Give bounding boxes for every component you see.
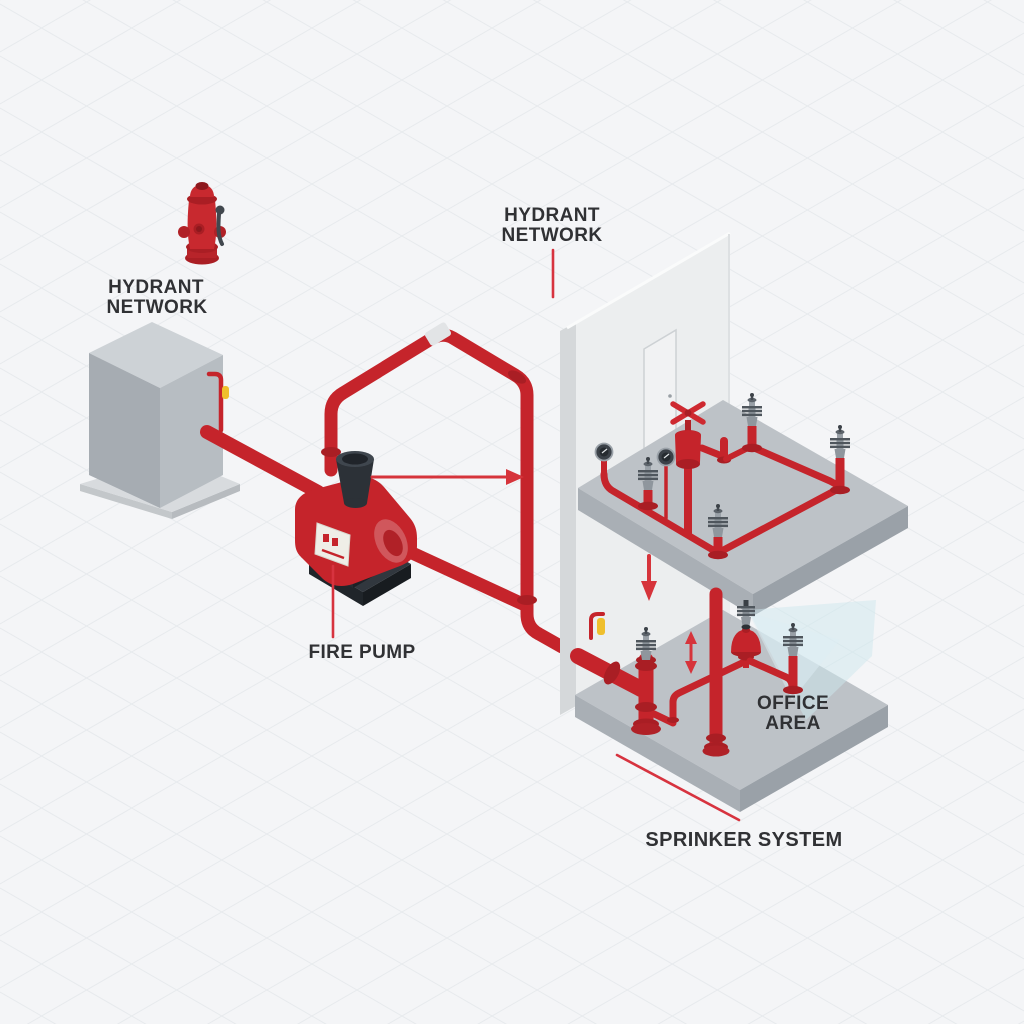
grid-line xyxy=(0,32,1024,625)
label-hydrant-network-building-line2: NETWORK xyxy=(502,225,603,246)
grid-line xyxy=(0,240,1024,833)
pressure-gauge-icon xyxy=(594,442,614,462)
grid-line xyxy=(477,708,1024,1024)
grid-line xyxy=(0,136,1024,729)
control-valve xyxy=(670,401,706,469)
grid-line xyxy=(116,500,1024,1024)
grid-line xyxy=(747,864,1024,1024)
grid-line xyxy=(657,812,1024,1024)
grid-line xyxy=(262,0,1024,440)
wall-top-edge xyxy=(566,231,731,330)
pipe-coupling-sleeve xyxy=(424,322,452,346)
tank-test-pipe xyxy=(206,371,224,433)
grid-line xyxy=(622,0,1024,232)
grid-line xyxy=(0,107,1024,700)
pump-loop-pipe xyxy=(321,322,534,611)
flow-arrows xyxy=(370,469,697,674)
grid-line xyxy=(532,0,1024,284)
pump-label-panel xyxy=(314,522,351,567)
label-hydrant-network-source-line1: HYDRANT xyxy=(108,277,204,298)
grid-line xyxy=(0,0,632,365)
tank-suction-pipe xyxy=(200,425,325,499)
grid-line xyxy=(387,656,1024,1024)
office-floor-piping xyxy=(570,587,796,757)
label-hydrant-network-source-line2: NETWORK xyxy=(107,297,208,318)
sprinkler-head-icon xyxy=(708,504,728,560)
valve-outlet xyxy=(698,444,726,460)
floor-run-diagonal xyxy=(669,659,746,706)
riser-elbow-behind-wall xyxy=(520,589,569,654)
grid-line xyxy=(352,0,1024,388)
grid-line xyxy=(0,471,958,1024)
pressure-gauge-icon xyxy=(656,447,676,467)
label-hydrant-network-building-line1: HYDRANT xyxy=(504,205,600,226)
hydrant-wrench xyxy=(215,205,225,246)
grid-line xyxy=(0,0,362,209)
grid-line xyxy=(0,292,1024,885)
grid-line xyxy=(0,783,417,1024)
grid-line xyxy=(0,344,1024,937)
pump-intake xyxy=(336,451,374,508)
grid-line xyxy=(0,0,452,261)
grid-line xyxy=(567,760,1024,1024)
water-tank xyxy=(80,322,240,519)
fire-hydrant-icon xyxy=(178,182,226,265)
tank-alarm-yellow xyxy=(222,386,229,399)
grid-line xyxy=(712,0,1024,180)
grid-line xyxy=(0,887,237,1024)
grid-line xyxy=(0,0,182,105)
grid-line xyxy=(82,0,1024,544)
grid-line xyxy=(0,188,1024,781)
door-handle xyxy=(668,394,672,398)
pendant-sprinkler-icon xyxy=(737,600,755,630)
wall-side-face xyxy=(560,322,576,715)
upper-floor-slab xyxy=(578,400,908,616)
branch-main-run xyxy=(600,470,722,557)
pump-discharge-pipe xyxy=(390,539,534,613)
grid-line xyxy=(0,0,722,417)
grid-line xyxy=(0,731,507,1024)
grid-line xyxy=(0,835,327,1024)
grid-line xyxy=(0,679,598,1024)
label-fire-pump: FIRE PUMP xyxy=(308,642,415,663)
grid-line xyxy=(0,575,778,1024)
label-office-area-line1: OFFICE xyxy=(757,693,829,714)
pipe-flange xyxy=(507,370,527,384)
fire-pump-unit xyxy=(295,451,417,606)
grid-line xyxy=(837,916,1024,1024)
sprinkler-head-icon xyxy=(636,627,656,665)
label-office-area-line2: AREA xyxy=(765,713,820,734)
grid-line xyxy=(0,627,688,1024)
office-floor-slab xyxy=(575,610,888,812)
grid-line xyxy=(0,0,542,313)
branch-run-front-right xyxy=(714,485,842,557)
label-sprinkler-system: SPRINKER SYSTEM xyxy=(645,829,842,851)
sprinkler-standpipe xyxy=(631,652,661,735)
leader-sprinkler-system xyxy=(615,753,741,822)
right-flow-arrow xyxy=(370,469,524,485)
sprinkler-heads xyxy=(636,393,850,695)
annotations: HYDRANT NETWORK HYDRANT NETWORK FIRE PUM… xyxy=(107,205,843,851)
sprinkler-head-icon xyxy=(638,457,658,511)
up-down-flow-arrow xyxy=(685,631,697,674)
grid-line xyxy=(0,0,272,157)
grid-line xyxy=(172,0,1024,492)
sprinkler-head-icon xyxy=(783,623,803,695)
pressure-gauges xyxy=(594,442,676,467)
sprinkler-head-icon xyxy=(742,393,762,453)
pipe-flange xyxy=(321,447,341,457)
feed-coupling xyxy=(603,661,621,685)
wall-alarm-yellow xyxy=(589,612,605,640)
grid-line xyxy=(802,0,1024,128)
pipe-flange xyxy=(517,595,537,605)
grid-line xyxy=(442,0,1024,336)
down-flow-arrow xyxy=(641,554,657,601)
grid-line xyxy=(0,523,868,1024)
sprinkler-head-icon xyxy=(830,425,850,495)
